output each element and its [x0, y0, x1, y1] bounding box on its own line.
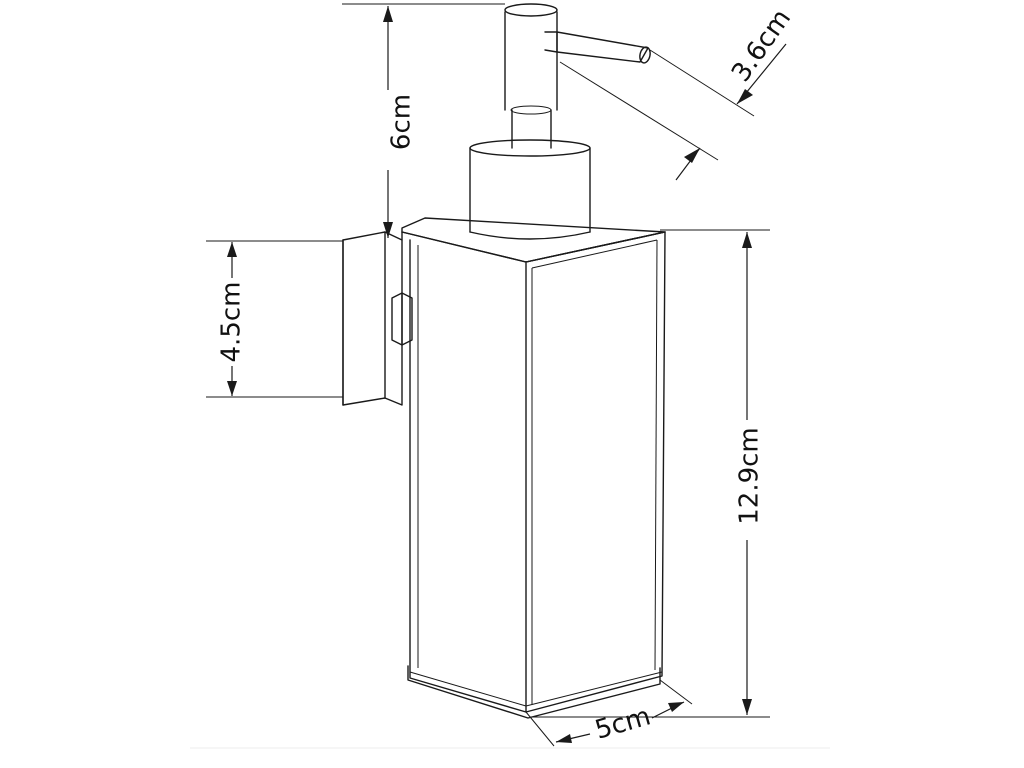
- dimension-pump-height: 6cm: [342, 3, 505, 238]
- pump-head: [469, 3, 651, 240]
- dimension-label-body-height: 12.9cm: [735, 427, 765, 525]
- dimension-label-bracket-height: 4.5cm: [217, 282, 247, 363]
- dimension-label-pump-height: 6cm: [387, 94, 417, 150]
- dimension-label-nozzle-length: 3.6cm: [726, 4, 797, 88]
- dimension-label-body-width: 5cm: [592, 701, 654, 745]
- dimension-bracket-height: 4.5cm: [206, 240, 343, 398]
- dimension-body-height: 12.9cm: [530, 229, 770, 718]
- dimension-nozzle-length: 3.6cm: [559, 4, 797, 181]
- dispenser-body: [401, 217, 666, 719]
- wall-bracket: [342, 231, 413, 406]
